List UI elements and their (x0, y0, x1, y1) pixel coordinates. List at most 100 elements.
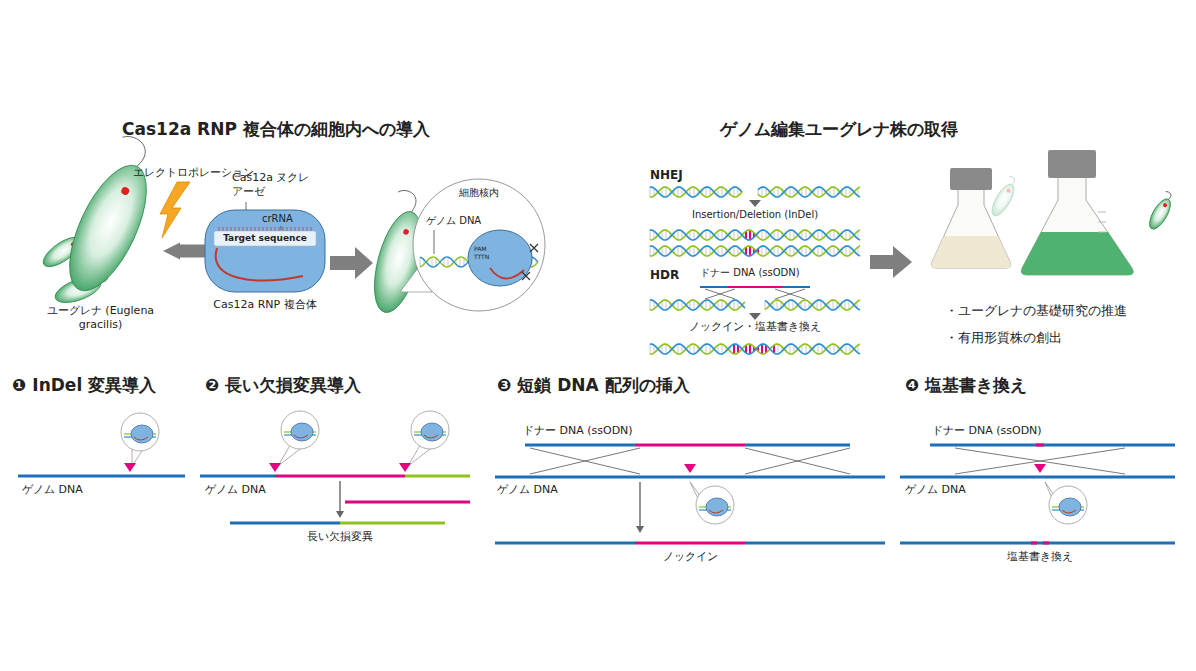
flask-liquid (932, 236, 1011, 268)
part-label: ドナー DNA (ssODN) (523, 424, 633, 438)
dna-segment (200, 475, 275, 478)
base-pair (436, 258, 437, 266)
dna-segment (900, 542, 1175, 545)
base-pair (666, 230, 667, 240)
base-pair (762, 187, 763, 197)
base-pair (666, 187, 667, 197)
dna-segment (345, 501, 470, 504)
base-pair (694, 187, 695, 197)
organism-name: ユーグレナ (Euglena gracilis) (38, 304, 163, 332)
pathway-label: NHEJ (650, 168, 683, 183)
crrna-mini (424, 435, 438, 438)
part-label: Cas12a ヌクレアーゼ (232, 171, 310, 199)
cut-mark (522, 272, 530, 280)
base-pair (778, 246, 779, 256)
crrna-tick (263, 227, 264, 231)
base-pair (734, 300, 735, 310)
crrna-tick (271, 227, 272, 231)
base-pair (706, 246, 707, 256)
dna-segment (275, 475, 405, 478)
crrna-tick (299, 227, 300, 231)
base-pair (821, 300, 822, 309)
arrow-shaft (639, 482, 640, 527)
base-pair (818, 230, 819, 240)
result-label: 長い欠損変異 (307, 530, 373, 544)
base-pair (818, 246, 819, 256)
dna-segment (1036, 444, 1044, 447)
art-group (18, 132, 1178, 543)
bubble (411, 411, 449, 449)
base-pair (834, 230, 835, 240)
base-pair (694, 246, 695, 256)
dna-segment (495, 476, 885, 479)
part-label: ゲノム DNA (205, 483, 266, 497)
dna-strand (765, 300, 860, 310)
rnp-mini (131, 425, 153, 443)
panel-heading: ❷ 長い欠損変異導入 (205, 375, 361, 396)
base-pair (758, 190, 759, 194)
base-pair (790, 230, 791, 240)
crrna-mini (294, 435, 308, 438)
cas12a-protein (468, 230, 532, 286)
euglena-cell (988, 175, 1021, 219)
dna-segment (1043, 542, 1049, 545)
base-pair (806, 246, 807, 256)
crossover-line (745, 448, 850, 474)
panel-heading: ❶ InDel 変異導入 (12, 375, 156, 396)
target-sequence: Target sequence (205, 233, 325, 244)
genome-label: ゲノム DNA (426, 215, 481, 228)
base-pair (722, 246, 723, 256)
block-arrow (330, 247, 373, 279)
crrna-tick (243, 227, 244, 231)
flask-large (1021, 176, 1133, 275)
dna-strand (765, 300, 860, 310)
dna-segment (1031, 542, 1037, 545)
base-pair (432, 257, 433, 267)
base-pair (790, 344, 791, 354)
part-label: TTTN (474, 253, 489, 261)
base-pair (818, 344, 819, 354)
base-pair (722, 300, 723, 310)
base-pair (846, 187, 847, 197)
base-pair (420, 257, 421, 267)
rnp-mini (706, 498, 728, 516)
bubble (121, 413, 159, 451)
base-pair (834, 187, 835, 197)
dna-segment (782, 286, 810, 288)
rnp-mini (421, 423, 443, 441)
dna-strand (758, 187, 860, 197)
dna-segment (230, 522, 340, 525)
base-pair (733, 344, 735, 354)
cut-site-marker (684, 464, 696, 473)
block-arrow (180, 245, 205, 258)
crrna-loop (490, 268, 524, 279)
euglena-cell (54, 132, 173, 302)
dna-strand (758, 187, 860, 197)
base-pair (790, 187, 791, 197)
arrow-head (636, 526, 644, 533)
nucleus-outline (413, 179, 545, 311)
nucleus-label: 細胞核内 (412, 187, 546, 200)
cell-body (988, 181, 1018, 219)
part-label: PAM (474, 245, 487, 253)
base-pair (694, 230, 695, 240)
panel-heading: ❹ 塩基書き換え (905, 375, 1027, 396)
dna-segment (635, 444, 745, 447)
dna-helix (650, 344, 860, 354)
part-label: ゲノム DNA (22, 483, 83, 497)
crrna-mini (1062, 510, 1076, 513)
crrna-loop (216, 248, 303, 280)
crrna-tick (247, 227, 248, 231)
cell-body (1145, 196, 1174, 232)
eyespot (403, 228, 410, 235)
flask-tick (1098, 222, 1106, 223)
crossover-line (955, 448, 1125, 474)
eyespot (120, 186, 130, 196)
base-pair (650, 187, 651, 197)
bullet-item: ・有用形質株の創出 (945, 330, 1062, 346)
dna-strand (650, 246, 860, 256)
crrna-tick (227, 227, 228, 231)
dna-strand (650, 187, 742, 197)
dna-segment (900, 476, 1175, 479)
